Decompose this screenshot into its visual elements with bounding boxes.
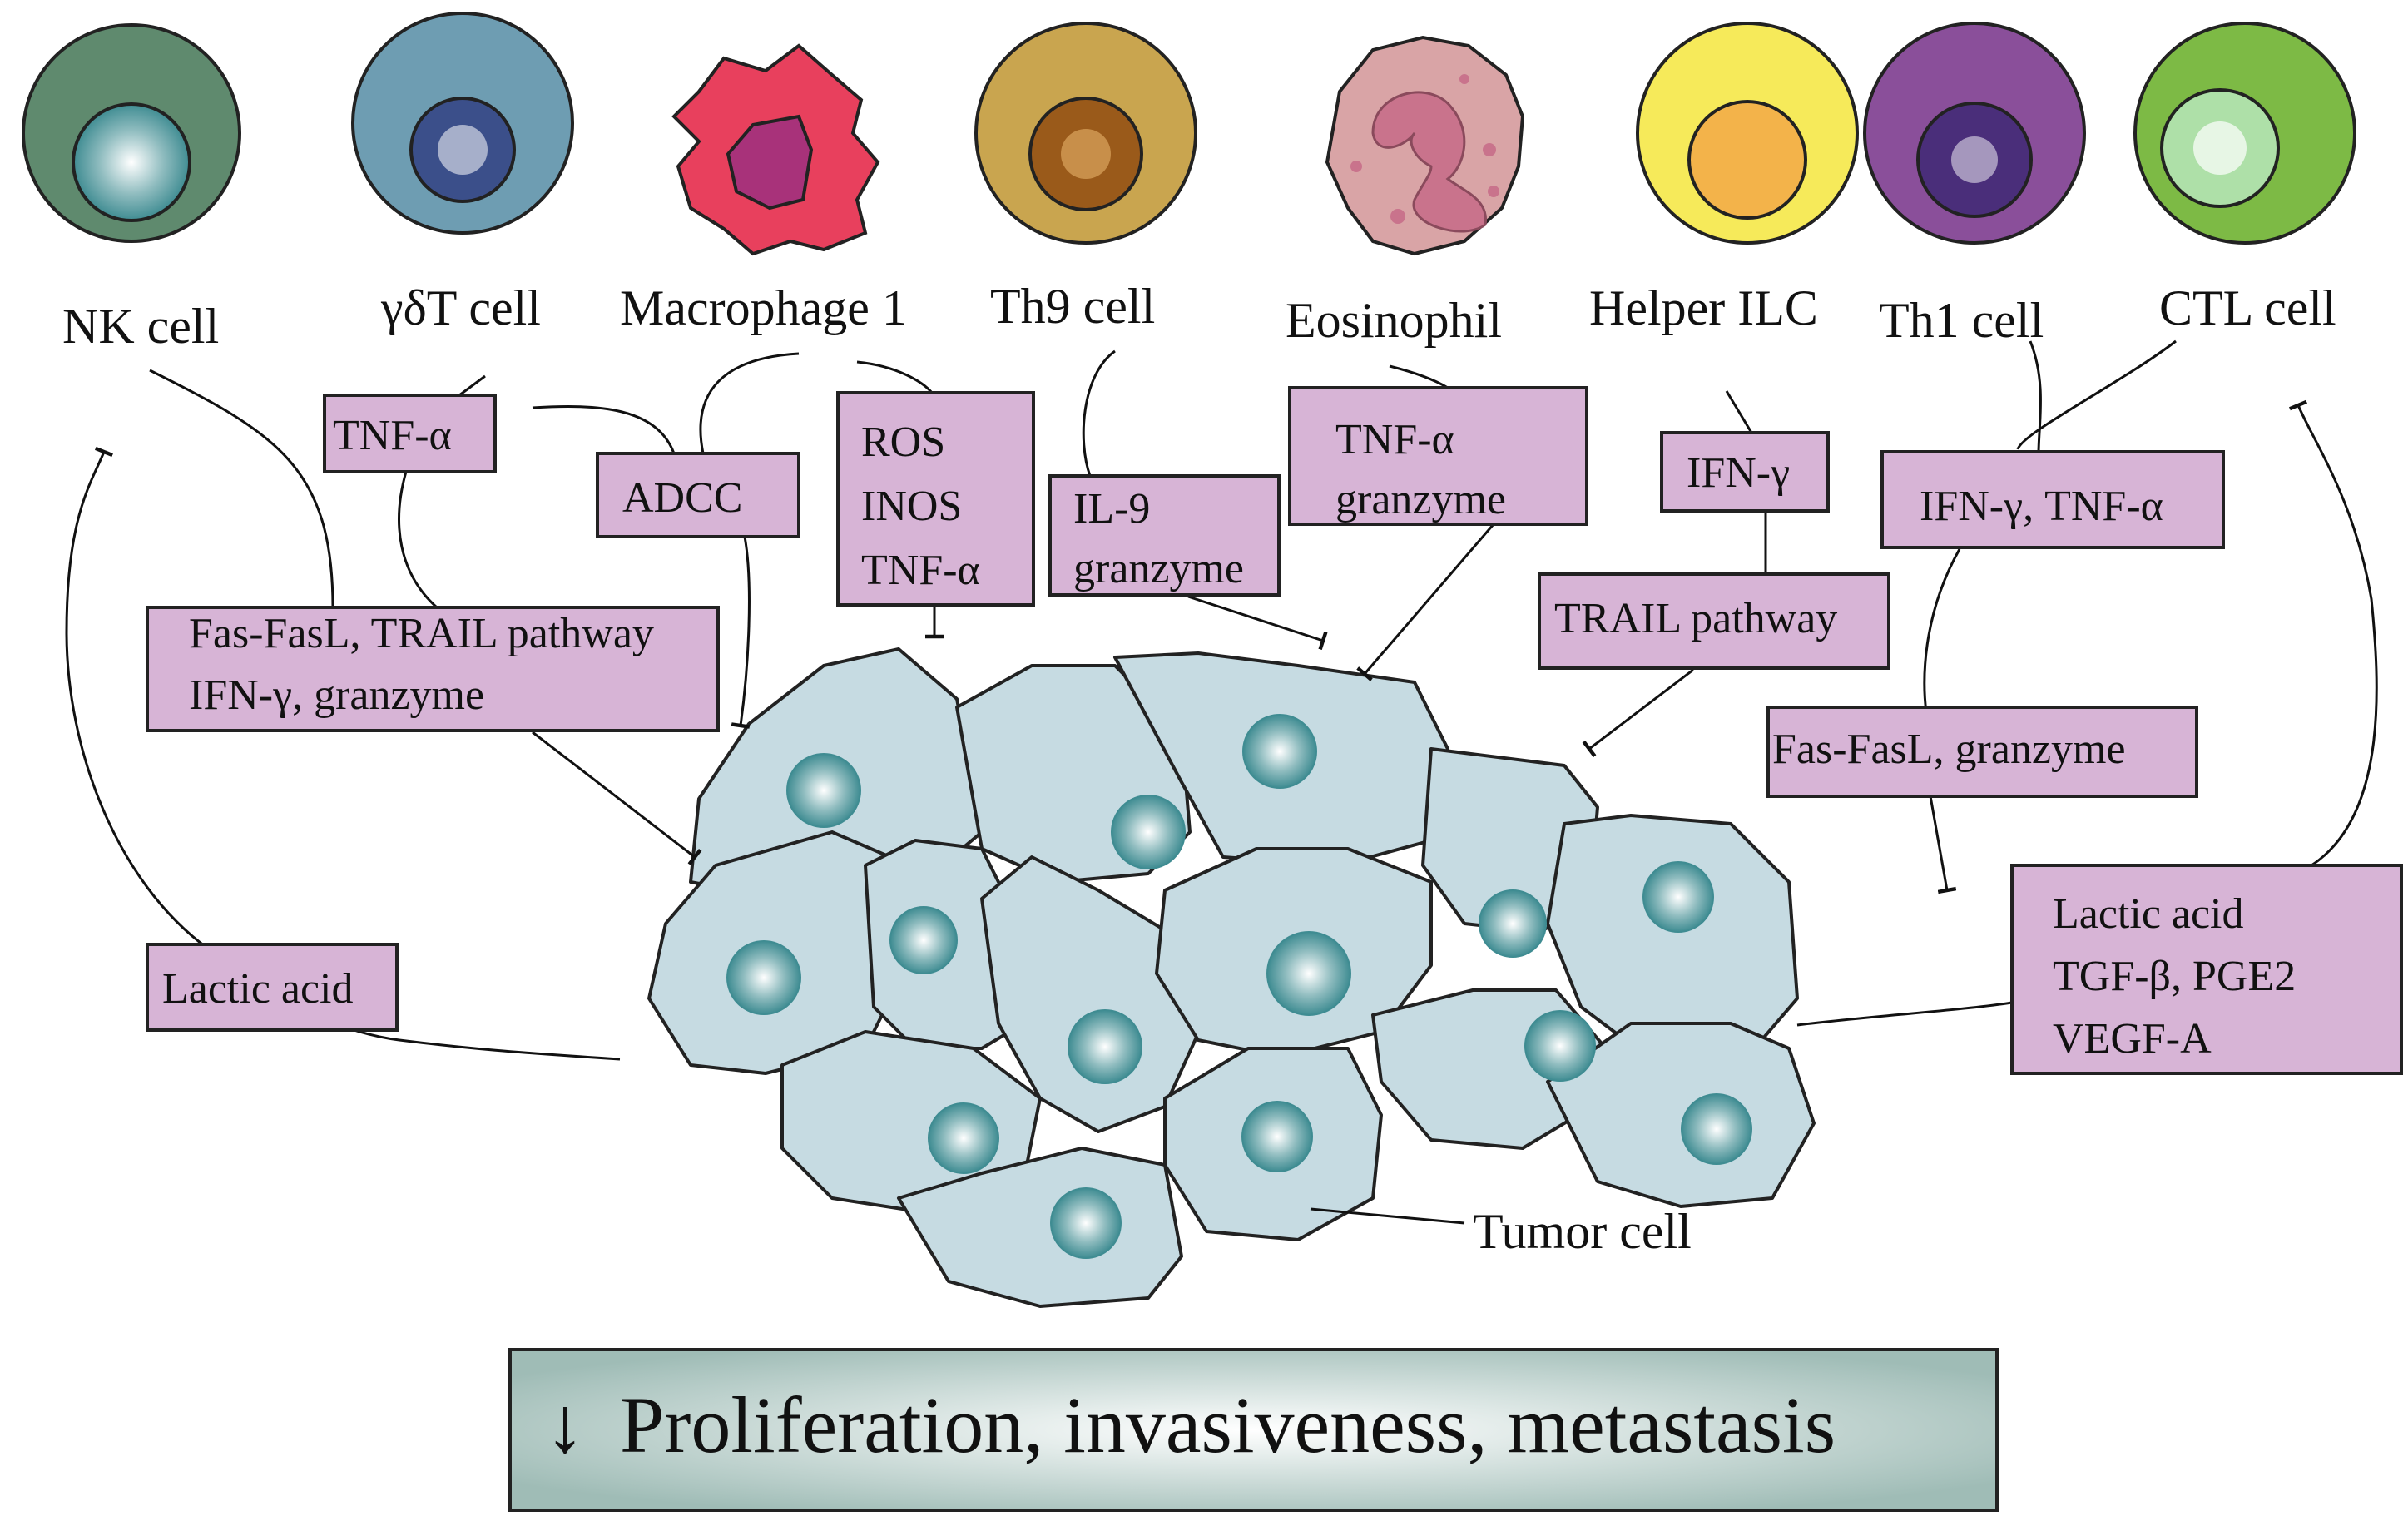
box-adcc: ADCC <box>596 452 800 538</box>
box-text: TNF-α <box>861 547 980 594</box>
box-text: IFN-γ <box>1687 449 1790 497</box>
th1-cell-icon <box>1863 22 2086 245</box>
box-text: granzyme <box>1073 545 1244 592</box>
nk-cell-icon <box>22 23 241 243</box>
tumor-cell-label: Tumor cell <box>1473 1204 1692 1259</box>
outcome-text: Proliferation, invasiveness, metastasis <box>620 1380 1836 1469</box>
box-text: TRAIL pathway <box>1554 595 1837 642</box>
box-fas-trail-ifn: Fas-FasL, TRAIL pathway IFN-γ, granzyme <box>146 606 720 732</box>
box-text: INOS <box>861 483 962 530</box>
box-text: Fas-FasL, TRAIL pathway <box>189 610 654 657</box>
eosinophil-cell-icon <box>1325 35 1525 256</box>
box-text: VEGF-A <box>2053 1015 2212 1063</box>
box-lactic-acid-left: Lactic acid <box>146 943 399 1032</box>
box-text: IFN-γ, TNF-α <box>1920 483 2163 530</box>
cell-label-nk: NK cell <box>62 299 219 354</box>
cell-label-helper-ilc: Helper ILC <box>1589 280 1818 335</box>
box-lactic-tgf-vegf: Lactic acid TGF-β, PGE2 VEGF-A <box>2010 864 2403 1075</box>
box-ros-inos-tnf: ROS INOS TNF-α <box>836 391 1035 607</box>
box-text: granzyme <box>1335 476 1506 523</box>
macrophage-cell-icon <box>671 43 880 256</box>
gamma-delta-t-cell-icon <box>351 12 574 235</box>
cell-label-ctl: CTL cell <box>2159 280 2336 335</box>
box-text: Lactic acid <box>162 965 354 1013</box>
cell-label-th1: Th1 cell <box>1879 293 2044 348</box>
box-text: ADCC <box>622 474 742 522</box>
box-tnf-alpha-gdt: TNF-α <box>323 394 497 473</box>
cell-label-th9: Th9 cell <box>990 279 1155 334</box>
box-text: TNF-α <box>1335 416 1454 463</box>
box-text: IFN-γ, granzyme <box>189 671 484 719</box>
down-arrow-icon: ↓ <box>545 1380 585 1469</box>
box-text: Fas-FasL, granzyme <box>1772 726 2126 773</box>
tumor-nuclei <box>726 714 1752 1259</box>
cell-label-eosinophil: Eosinophil <box>1286 293 1502 348</box>
box-text: Lactic acid <box>2053 890 2244 938</box>
box-text: TNF-α <box>333 412 452 459</box>
cell-label-macrophage: Macrophage 1 <box>620 280 907 335</box>
helper-ilc-cell-icon <box>1636 22 1859 245</box>
box-ifn-tnf: IFN-γ, TNF-α <box>1880 450 2225 549</box>
box-text: TGF-β, PGE2 <box>2053 953 2296 1000</box>
th9-cell-icon <box>974 22 1197 245</box>
ctl-cell-icon <box>2133 22 2356 245</box>
box-text: ROS <box>861 419 945 466</box>
box-ifn-gamma-ilc: IFN-γ <box>1660 431 1830 513</box>
box-fas-granzyme: Fas-FasL, granzyme <box>1766 706 2198 798</box>
box-tnf-granzyme: TNF-α granzyme <box>1288 386 1588 526</box>
box-trail-pathway: TRAIL pathway <box>1538 572 1890 670</box>
box-text: IL-9 <box>1073 485 1150 533</box>
outcome-banner: ↓ Proliferation, invasiveness, metastasi… <box>508 1348 1999 1512</box>
cell-label-gamma-delta-t: γδT cell <box>380 280 541 335</box>
box-il9-granzyme: IL-9 granzyme <box>1048 474 1281 597</box>
